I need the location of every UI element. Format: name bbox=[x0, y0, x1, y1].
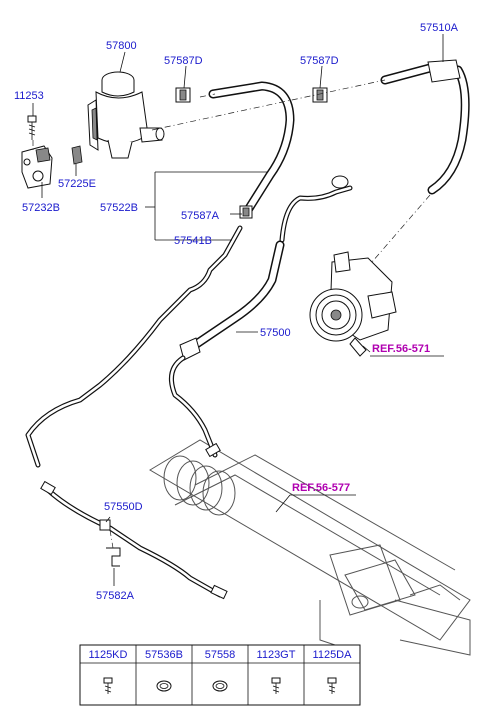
table-header-57536B: 57536B bbox=[145, 649, 183, 661]
clip-57225E bbox=[71, 145, 83, 165]
return-hose-57510A bbox=[380, 59, 470, 195]
ref-56-577[interactable]: REF.56-577 bbox=[292, 482, 350, 494]
label-57522B: 57522B bbox=[100, 202, 138, 214]
table-header-1125DA: 1125DA bbox=[313, 649, 353, 661]
power-steering-pump bbox=[309, 251, 397, 357]
parts-table: 1125KD 57536B 57558 1123GT 1125DA bbox=[79, 644, 361, 706]
table-header-1125KD: 1125KD bbox=[89, 649, 128, 661]
bracket-57232B bbox=[21, 145, 53, 189]
bolt-icon bbox=[327, 677, 337, 694]
pressure-hose-57500 bbox=[168, 175, 353, 458]
table-header-57558: 57558 bbox=[205, 649, 236, 661]
ring-clamp-icon bbox=[156, 680, 172, 692]
return-tube-57541B bbox=[25, 225, 243, 468]
bolt-icon bbox=[103, 677, 113, 694]
reservoir-hose-57522B bbox=[208, 81, 295, 215]
bolt-icon bbox=[271, 677, 281, 694]
reservoir-57800 bbox=[87, 71, 165, 159]
label-57541B: 57541B bbox=[174, 235, 212, 247]
label-57550D: 57550D bbox=[104, 501, 143, 513]
ring-clamp-icon bbox=[212, 680, 228, 692]
label-57510A: 57510A bbox=[420, 22, 459, 34]
label-57587D-right: 57587D bbox=[300, 55, 339, 67]
label-57800: 57800 bbox=[106, 40, 137, 52]
steering-gear-assembly bbox=[149, 439, 471, 656]
clamp-57582A bbox=[106, 547, 121, 567]
feed-tube-57550D bbox=[40, 480, 228, 600]
part-labels: 57800 57587D 57587D 57510A 11253 57225E … bbox=[14, 22, 459, 602]
table-header-1123GT: 1123GT bbox=[257, 649, 296, 661]
label-57587A: 57587A bbox=[181, 210, 220, 222]
label-57587D-left: 57587D bbox=[164, 55, 203, 67]
label-57232B: 57232B bbox=[22, 202, 60, 214]
clamp-57587D-left bbox=[175, 87, 191, 103]
clamp-57587A bbox=[239, 205, 253, 219]
leader-lines bbox=[32, 34, 444, 586]
label-57225E: 57225E bbox=[58, 178, 96, 190]
label-57582A: 57582A bbox=[96, 590, 135, 602]
ref-56-571[interactable]: REF.56-571 bbox=[372, 343, 430, 355]
clamp-57587D-right bbox=[312, 87, 328, 103]
bolt-11253 bbox=[27, 115, 37, 140]
label-11253: 11253 bbox=[14, 90, 44, 102]
label-57500: 57500 bbox=[260, 327, 291, 339]
